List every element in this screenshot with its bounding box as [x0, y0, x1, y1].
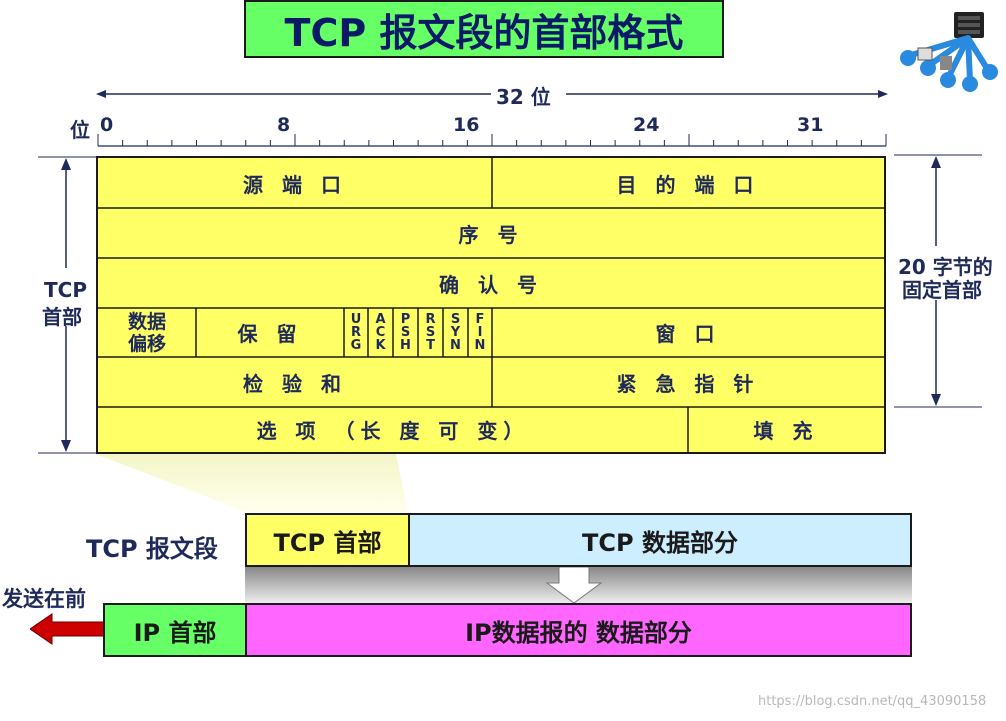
tick-label: 8 [277, 114, 291, 136]
tick-label: 24 [633, 114, 660, 136]
network-illustration-icon [900, 12, 998, 92]
ack-number-field: 确 认 号 [439, 272, 543, 297]
watermark: https://blog.csdn.net/qq_43090158 [758, 694, 987, 709]
page-title: TCP 报文段的首部格式 [244, 0, 724, 58]
urgent-pointer-field: 紧 急 指 针 [616, 371, 760, 396]
tick-label: 31 [797, 114, 824, 136]
padding-field: 填 充 [753, 419, 819, 443]
reserved-field: 保 留 [237, 322, 303, 346]
expansion-shading [96, 454, 408, 512]
tcp-segment-header-block: TCP 首部 [245, 513, 410, 567]
source-port-field: 源 端 口 [243, 172, 347, 197]
ip-data-block: IP数据报的 数据部分 [245, 603, 912, 657]
tick-label: 16 [453, 114, 480, 136]
tcp-header-label-line2: 首部 [42, 305, 82, 329]
send-direction-arrow-icon [30, 613, 104, 645]
send-first-label: 发送在前 [2, 587, 86, 611]
header-height-arrow-left [38, 156, 96, 454]
tcp-segment-label: TCP 报文段 [86, 535, 218, 563]
table-grid [98, 158, 884, 452]
tcp-header-label-line1: TCP [44, 278, 87, 302]
encapsulation-arrow [245, 567, 912, 604]
data-offset-line2: 偏移 [127, 332, 166, 355]
bit-axis-label: 位 [70, 118, 90, 142]
dest-port-field: 目 的 端 口 [616, 172, 760, 197]
fixed-header-label-line2: 固定首部 [902, 278, 982, 302]
tcp-segment-data-block: TCP 数据部分 [408, 513, 912, 567]
checksum-field: 检 验 和 [243, 371, 347, 396]
sequence-number-field: 序 号 [458, 222, 524, 247]
data-offset-field: 数据 偏移 [98, 308, 196, 357]
bit-width-arrow [96, 90, 888, 98]
ip-header-block: IP 首部 [103, 603, 247, 657]
window-field: 窗 口 [655, 322, 721, 346]
tick-label: 0 [100, 114, 114, 136]
fixed-header-label-line1: 20 字节的 [898, 255, 993, 279]
data-offset-line1: 数据 [127, 310, 166, 333]
options-field: 选 项 （长 度 可 变） [256, 419, 530, 443]
header-height-arrow-right [894, 154, 982, 408]
bit-ruler [97, 134, 887, 147]
bit-width-label: 32 位 [496, 85, 551, 109]
